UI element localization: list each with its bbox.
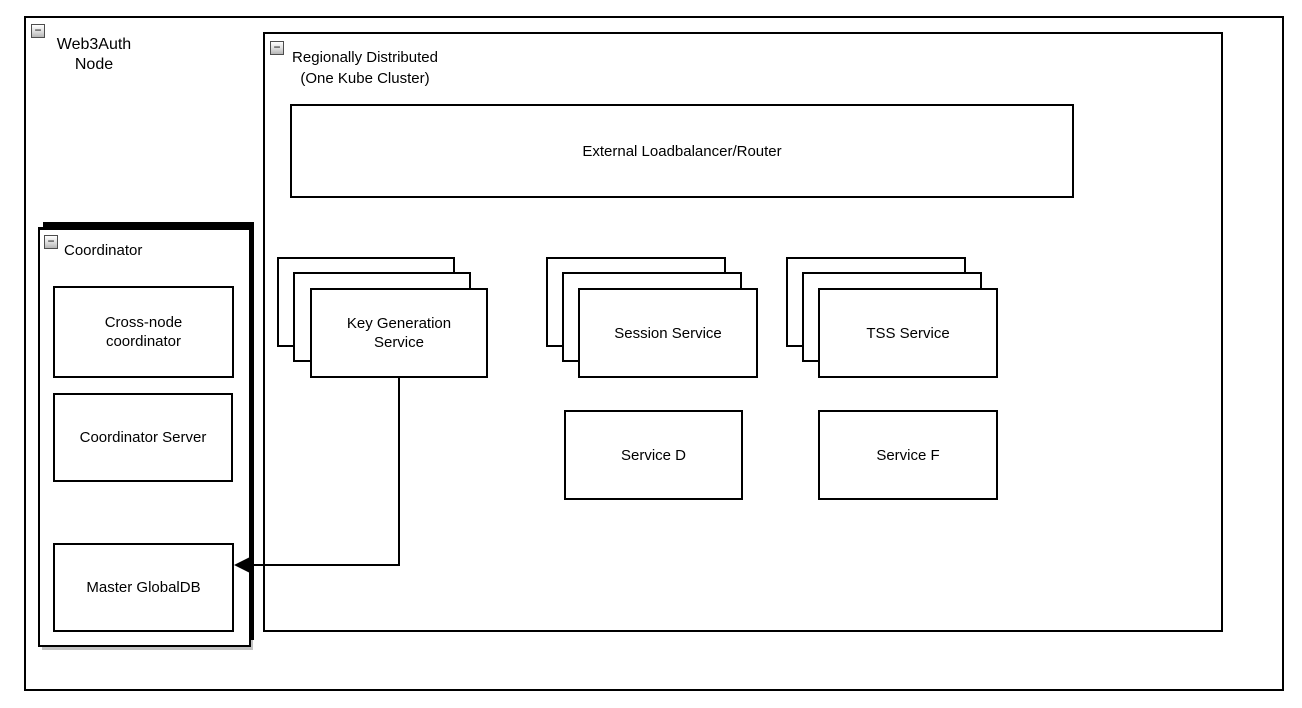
service-f-box[interactable]: Service F	[818, 410, 998, 500]
master-globaldb-box[interactable]: Master GlobalDB	[53, 543, 234, 632]
tss-service-box[interactable]: TSS Service	[818, 288, 998, 378]
coordinator-server-box[interactable]: Coordinator Server	[53, 393, 233, 482]
minus-icon: −	[47, 234, 55, 248]
collapse-button-region[interactable]: −	[270, 41, 284, 55]
tss-service-label: TSS Service	[866, 324, 950, 342]
service-d-box[interactable]: Service D	[564, 410, 743, 500]
collapse-button-coordinator[interactable]: −	[44, 235, 58, 249]
cross-node-coordinator-box[interactable]: Cross-node coordinator	[53, 286, 234, 378]
key-generation-service-box[interactable]: Key Generation Service	[310, 288, 488, 378]
session-service-label: Session Service	[614, 324, 722, 342]
minus-icon: −	[273, 40, 281, 54]
web3auth-node-title: Web3Auth Node	[56, 36, 132, 73]
session-service-box[interactable]: Session Service	[578, 288, 758, 378]
service-f-label: Service F	[876, 446, 940, 464]
service-d-label: Service D	[620, 446, 687, 464]
master-globaldb-label: Master GlobalDB	[86, 579, 201, 596]
external-loadbalancer-label: External Loadbalancer/Router	[582, 142, 782, 160]
coordinator-server-label: Coordinator Server	[79, 429, 207, 446]
collapse-button-web3auth[interactable]: −	[31, 24, 45, 38]
minus-icon: −	[34, 23, 42, 37]
coordinator-title: Coordinator	[64, 242, 143, 259]
external-loadbalancer-box[interactable]: External Loadbalancer/Router	[290, 104, 1074, 198]
regionally-distributed-title: Regionally Distributed (One Kube Cluster…	[292, 49, 438, 87]
cross-node-coordinator-label: Cross-node coordinator	[104, 314, 183, 350]
key-generation-service-label: Key Generation Service	[346, 315, 452, 351]
